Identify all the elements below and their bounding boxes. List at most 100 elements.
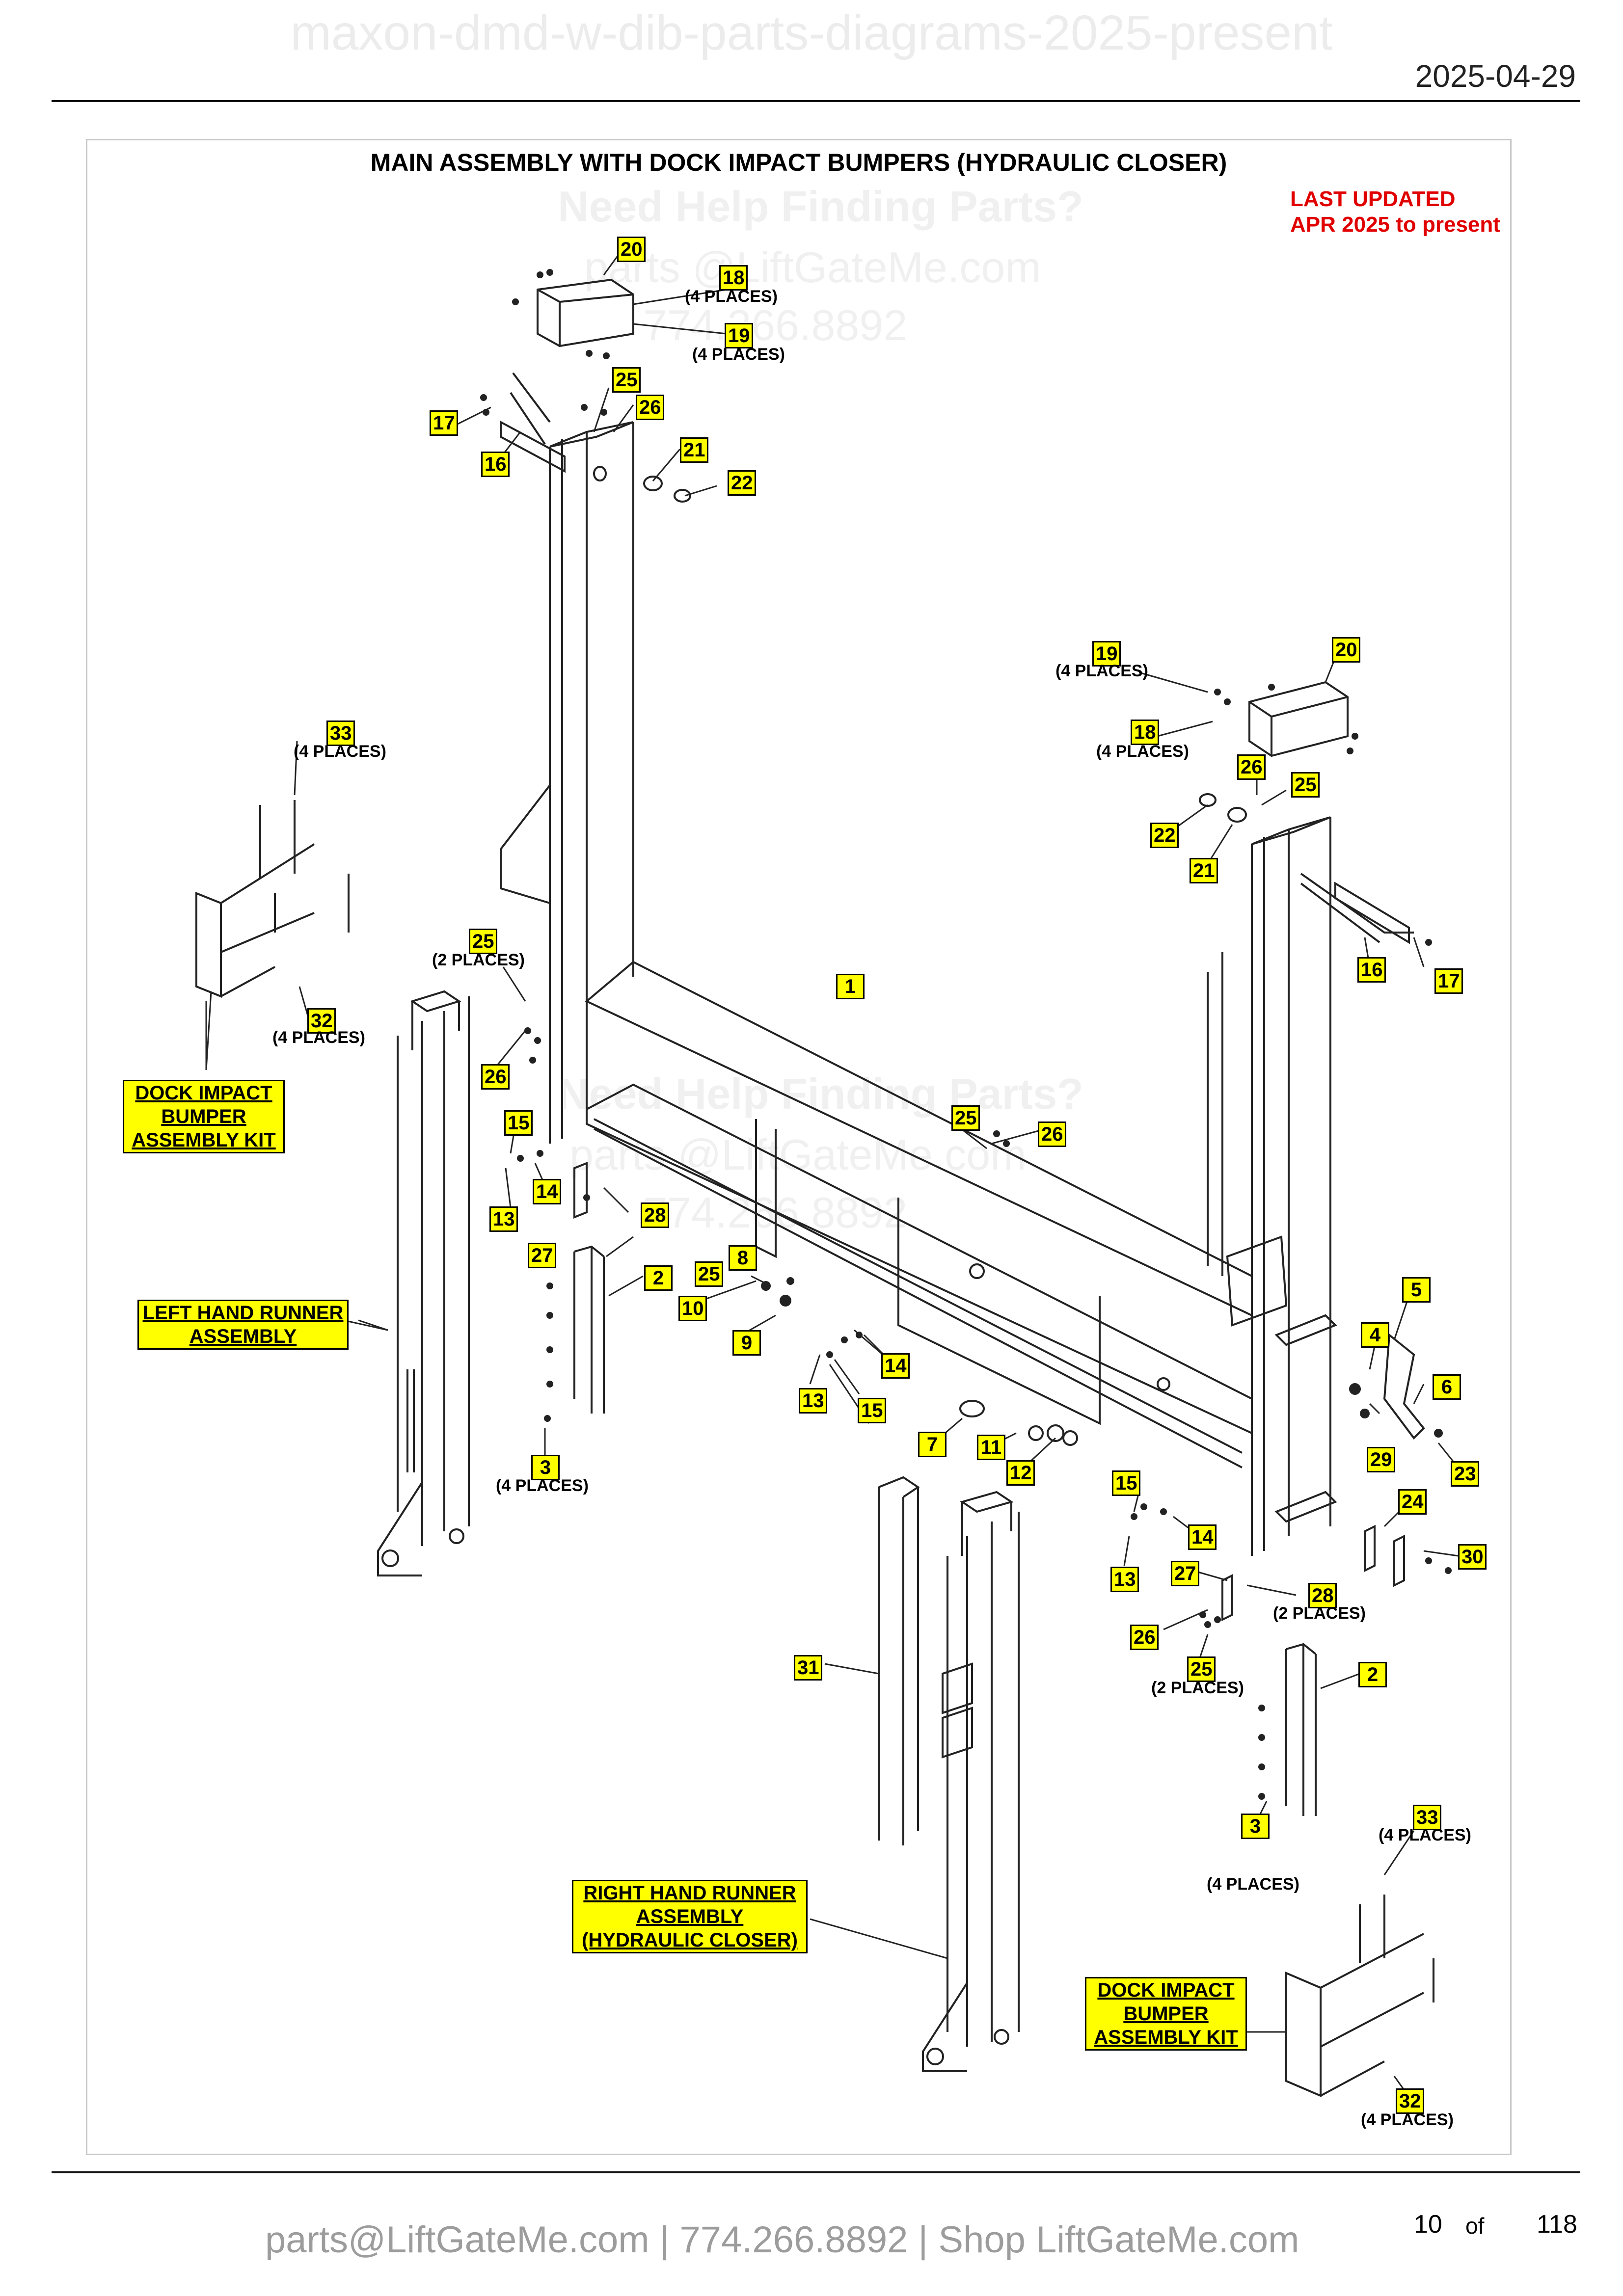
callout-18: 18 <box>719 265 748 291</box>
fasteners <box>480 269 1452 1800</box>
help-watermark-phone: 774.266.8892 <box>643 301 908 349</box>
leader-lines <box>205 247 1459 2111</box>
wear-strip-right <box>1285 1643 1317 1816</box>
callout-25: 25 <box>612 367 641 393</box>
footer-rule <box>52 2171 1580 2173</box>
callout-24: 24 <box>1398 1489 1427 1515</box>
callout-26-right-lower: 26 <box>1130 1625 1159 1650</box>
callout-32-left: 32 <box>307 1008 336 1034</box>
callout-18-right-note: (4 PLACES) <box>1096 742 1189 761</box>
last-updated-line2: APR 2025 to present <box>1290 213 1500 237</box>
callout-13-left: 13 <box>489 1206 518 1232</box>
callout-28-right-note: (2 PLACES) <box>1273 1604 1366 1623</box>
right-hand-runner-label: RIGHT HAND RUNNER ASSEMBLY (HYDRAULIC CL… <box>572 1880 808 1953</box>
callout-26-beam: 26 <box>1038 1121 1066 1147</box>
callout-12: 12 <box>1006 1460 1035 1486</box>
dock-impact-bumper-kit-left-label: DOCK IMPACT BUMPER ASSEMBLY KIT <box>123 1080 285 1153</box>
callout-23: 23 <box>1451 1461 1479 1487</box>
help-watermark-title: Need Help Finding Parts? <box>558 182 1083 231</box>
callout-15-center: 15 <box>858 1398 886 1423</box>
callout-28-right: 28 <box>1308 1583 1337 1608</box>
callout-3-right-note: (4 PLACES) <box>1207 1875 1299 1894</box>
callout-32-right-note: (4 PLACES) <box>1361 2110 1454 2129</box>
help-watermark-email-2: parts @LiftGateMe.com <box>569 1130 1027 1179</box>
callout-22-right: 22 <box>1150 823 1179 848</box>
callout-25-mid: 25 <box>469 929 497 954</box>
callout-18-right: 18 <box>1131 720 1159 745</box>
left-upright <box>500 372 634 1144</box>
callout-6: 6 <box>1433 1374 1461 1400</box>
page-total: 118 <box>1537 2210 1577 2239</box>
callout-3-left: 3 <box>531 1455 560 1480</box>
callout-21-right: 21 <box>1190 858 1218 883</box>
callout-19: 19 <box>725 323 753 348</box>
right-upright <box>1207 816 1414 1556</box>
right-runner-assembly <box>922 1491 1020 2072</box>
callout-13-center: 13 <box>799 1388 827 1414</box>
help-watermark-email: parts @LiftGateMe.com <box>584 243 1041 292</box>
callout-15-right: 15 <box>1112 1470 1140 1496</box>
main-cross-beam <box>585 961 1288 1468</box>
header-rule <box>52 100 1580 102</box>
small-parts <box>500 420 1425 1622</box>
callout-17-right: 17 <box>1434 968 1463 994</box>
top-cap-right <box>1248 681 1349 757</box>
wear-strip-left <box>573 1245 605 1414</box>
callout-18-note: (4 PLACES) <box>685 287 778 306</box>
last-updated-line1: LAST UPDATED <box>1290 187 1456 211</box>
document-date: 2025-04-29 <box>1415 58 1576 94</box>
left-hand-runner-label: LEFT HAND RUNNER ASSEMBLY <box>137 1300 349 1350</box>
callout-2-left: 2 <box>644 1265 673 1291</box>
callout-10: 10 <box>678 1296 707 1321</box>
help-watermark-title-2: Need Help Finding Parts? <box>558 1069 1083 1118</box>
callout-14-right: 14 <box>1188 1524 1217 1550</box>
callout-30: 30 <box>1458 1544 1487 1570</box>
callout-32-right: 32 <box>1396 2088 1424 2114</box>
callout-25-mid-note: (2 PLACES) <box>432 951 525 969</box>
callout-26-right: 26 <box>1237 754 1266 780</box>
diagram-frame <box>86 139 1512 2155</box>
callout-20: 20 <box>617 237 646 262</box>
callout-26-mid: 26 <box>481 1064 510 1090</box>
callout-16: 16 <box>481 452 510 477</box>
callout-31: 31 <box>794 1655 822 1681</box>
callout-25-beam: 25 <box>951 1105 980 1131</box>
callout-29: 29 <box>1367 1447 1395 1472</box>
callout-27-left: 27 <box>528 1243 556 1268</box>
callout-17: 17 <box>430 410 458 436</box>
runner-guide-31 <box>878 1476 920 1845</box>
dock-impact-bumper-kit-right-label: DOCK IMPACT BUMPER ASSEMBLY KIT <box>1085 1977 1247 2051</box>
callout-8: 8 <box>729 1245 757 1271</box>
callout-19-note: (4 PLACES) <box>692 345 785 364</box>
last-updated-note: LAST UPDATED APR 2025 to present <box>1290 187 1500 238</box>
callout-19-right: 19 <box>1092 641 1121 667</box>
callout-3-left-note: (4 PLACES) <box>496 1476 589 1495</box>
callout-7: 7 <box>918 1432 947 1457</box>
callout-26: 26 <box>636 395 664 420</box>
diagram-title: MAIN ASSEMBLY WITH DOCK IMPACT BUMPERS (… <box>370 149 1227 176</box>
footer-contact: parts@LiftGateMe.com | 774.266.8892 | Sh… <box>265 2219 1299 2261</box>
callout-25-right: 25 <box>1291 772 1320 798</box>
callout-33-left-note: (4 PLACES) <box>294 742 386 761</box>
callout-32-left-note: (4 PLACES) <box>272 1028 365 1047</box>
callout-13-right: 13 <box>1110 1567 1139 1592</box>
callout-19-right-note: (4 PLACES) <box>1055 662 1148 680</box>
callout-33-right-note: (4 PLACES) <box>1379 1826 1471 1844</box>
callout-16-right: 16 <box>1357 957 1386 983</box>
callout-2-right: 2 <box>1358 1662 1387 1687</box>
page-number: 10 <box>1414 2210 1442 2239</box>
callout-9: 9 <box>732 1330 761 1356</box>
document-title-watermark: maxon-dmd-w-dib-parts-diagrams-2025-pres… <box>290 5 1333 60</box>
callout-5: 5 <box>1402 1277 1431 1303</box>
callout-25-right-lower: 25 <box>1187 1656 1216 1682</box>
callout-27-right: 27 <box>1171 1561 1199 1586</box>
callout-15-left: 15 <box>504 1110 533 1136</box>
callout-25-right-lower-note: (2 PLACES) <box>1151 1679 1244 1697</box>
callout-4: 4 <box>1361 1322 1389 1348</box>
callout-25-center: 25 <box>695 1261 723 1287</box>
callout-14-center: 14 <box>881 1353 910 1379</box>
dock-bumper-kit-left <box>195 800 350 998</box>
callout-1: 1 <box>836 974 865 999</box>
dock-bumper-kit-right <box>1285 1895 1434 2098</box>
